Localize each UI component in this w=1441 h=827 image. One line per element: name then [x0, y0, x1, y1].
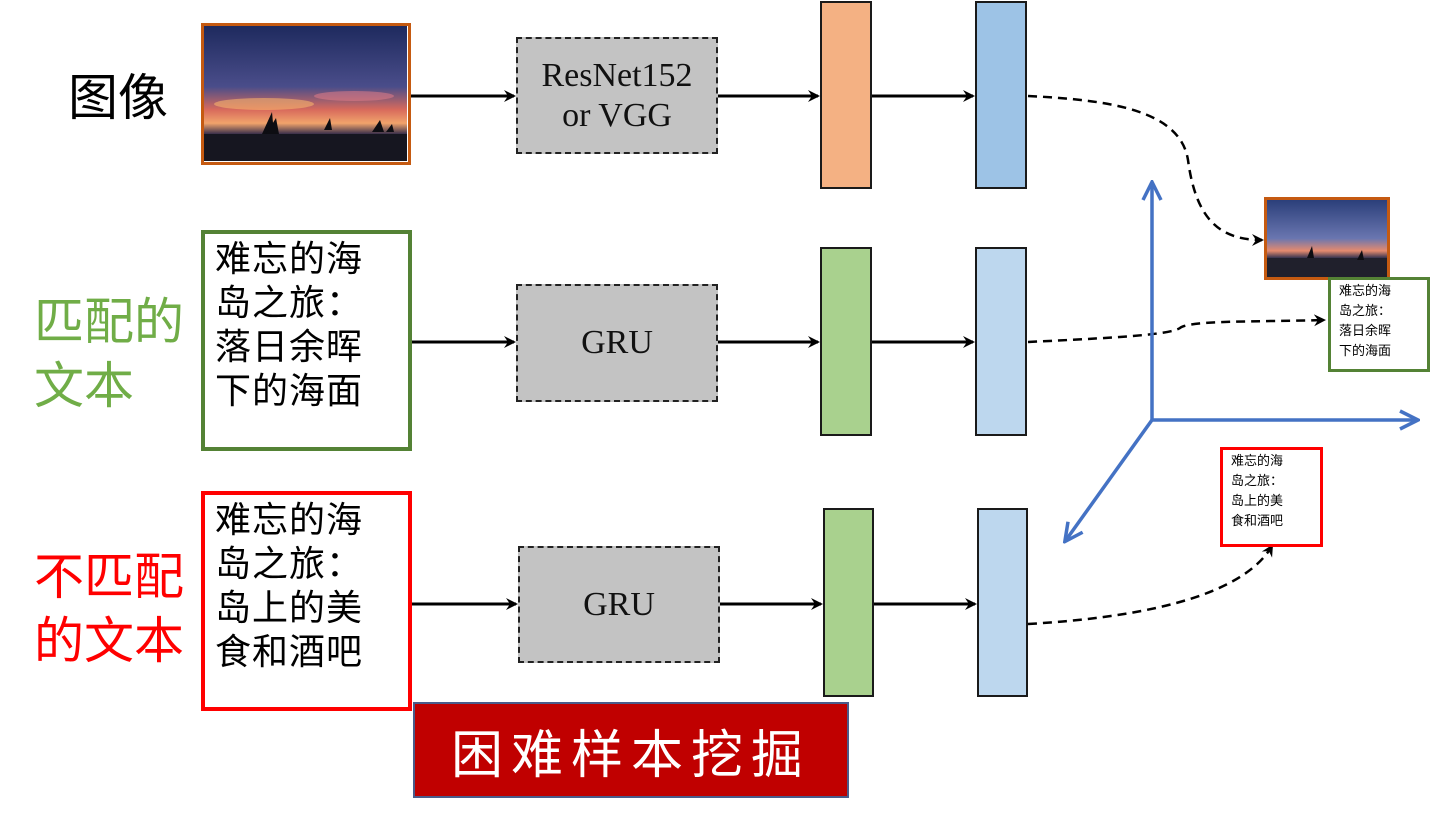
sunset-sailboat-image	[201, 23, 411, 165]
embedded-image-picture	[1267, 200, 1387, 277]
image-encoder-label: ResNet152 or VGG	[541, 56, 693, 134]
matched-text-row-label: 匹配的 文本	[34, 293, 184, 415]
matched-text-encoder-box: GRU	[516, 284, 718, 402]
unmatched-text-embedding-bar	[977, 508, 1028, 697]
image-row-label: 图像	[68, 69, 168, 127]
matched-text-box: 难忘的海 岛之旅： 落日余晖 下的海面	[201, 230, 412, 451]
embedded-matched-text: 难忘的海 岛之旅： 落日余晖 下的海面	[1328, 277, 1430, 372]
image-feature-bar	[820, 1, 872, 189]
image-encoder-box: ResNet152 or VGG	[516, 37, 718, 154]
dashed-curve-unmatched-to-space	[1027, 544, 1274, 626]
image-embedding-bar	[975, 1, 1027, 189]
unmatched-text-encoder-box: GRU	[518, 546, 720, 663]
axis-diagonal	[1066, 418, 1154, 540]
matched-text-encoder-label: GRU	[581, 324, 653, 361]
dashed-curve-image-to-space	[1027, 94, 1264, 246]
unmatched-text-feature-bar	[823, 508, 874, 697]
sunset-sailboat-picture	[204, 26, 407, 161]
matched-text-feature-bar	[820, 247, 872, 436]
dashed-curve-matched-to-space	[1027, 314, 1326, 344]
hard-negative-mining-banner: 困难样本挖掘	[413, 702, 849, 798]
embedded-unmatched-text: 难忘的海 岛之旅： 岛上的美 食和酒吧	[1220, 447, 1323, 547]
unmatched-text-encoder-label: GRU	[583, 585, 655, 623]
matched-text-embedding-bar	[975, 247, 1027, 436]
unmatched-text-row-label: 不匹配 的文本	[34, 548, 184, 670]
unmatched-text-box: 难忘的海 岛之旅： 岛上的美 食和酒吧	[201, 491, 412, 711]
banner-label: 困难样本挖掘	[450, 725, 811, 786]
embedded-image-thumbnail	[1264, 197, 1390, 280]
